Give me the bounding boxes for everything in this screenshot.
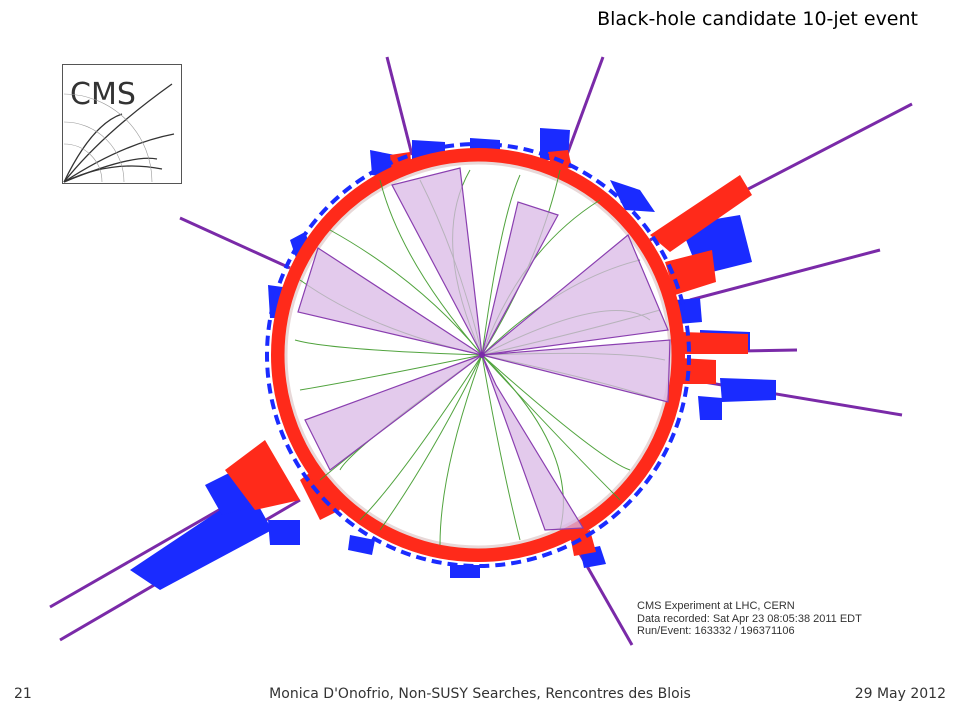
event-info: CMS Experiment at LHC, CERN Data recorde… [637, 600, 862, 638]
hcal-ring [265, 142, 691, 568]
recorded-label: Data recorded: Sat Apr 23 08:05:38 2011 … [637, 612, 862, 625]
footer-date: 29 May 2012 [854, 686, 946, 702]
ecal-ring [271, 148, 685, 562]
cms-logo-text: CMS [70, 77, 136, 112]
run-event-label: Run/Event: 163332 / 196371106 [637, 625, 795, 637]
experiment-label: CMS Experiment at LHC, CERN [637, 600, 795, 612]
jet-cones [297, 167, 671, 531]
cms-logo: CMS [62, 64, 182, 184]
interaction-vertex [479, 352, 485, 358]
footer-text: Monica D'Onofrio, Non-SUSY Searches, Ren… [269, 686, 691, 702]
event-display [49, 56, 913, 646]
page-number: 21 [14, 686, 32, 702]
slide-title: Black-hole candidate 10-jet event [597, 8, 918, 30]
